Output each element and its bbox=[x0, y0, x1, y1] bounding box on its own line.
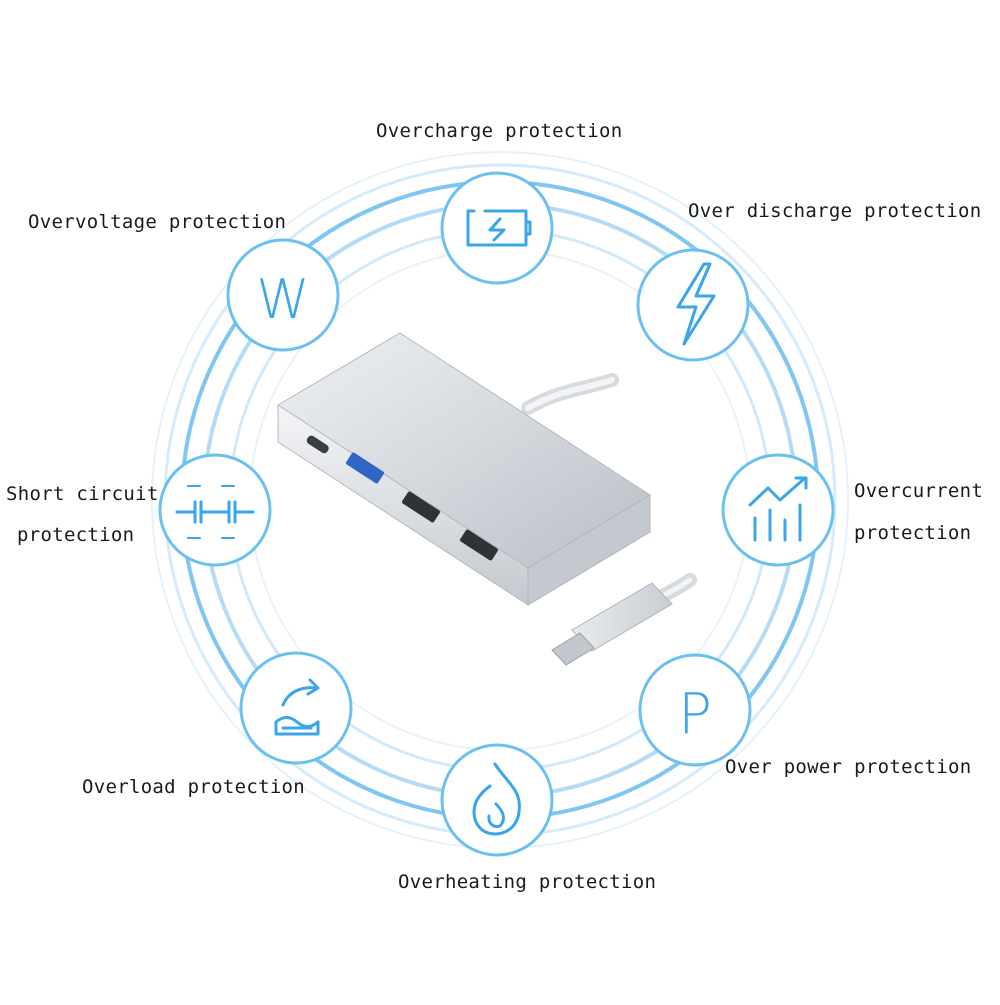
overcurrent-circle bbox=[721, 453, 835, 567]
overload-circle bbox=[239, 651, 353, 765]
circuit-icon bbox=[175, 485, 255, 539]
short-circuit-circle bbox=[158, 453, 272, 567]
over-discharge-circle bbox=[636, 248, 750, 362]
overload-label: Overload protection bbox=[82, 776, 306, 798]
overvoltage-circle bbox=[226, 238, 340, 352]
usb-hub-device bbox=[277, 332, 697, 666]
over-discharge-label: Over discharge protection bbox=[688, 200, 982, 222]
overheating-circle bbox=[440, 743, 554, 857]
overheating-label: Overheating protection bbox=[398, 871, 657, 893]
battery-charge-icon bbox=[466, 209, 532, 247]
overvoltage-label: Overvoltage protection bbox=[28, 211, 287, 233]
lightning-bolt-icon bbox=[676, 262, 716, 346]
letter-p-icon: P bbox=[678, 682, 712, 747]
over-power-circle bbox=[638, 653, 752, 767]
overcharge-label: Overcharge protection bbox=[376, 120, 623, 142]
feature-circles bbox=[158, 171, 835, 857]
over-power-label: Over power protection bbox=[725, 756, 972, 778]
flame-icon bbox=[472, 762, 521, 836]
letter-w-icon: W bbox=[256, 268, 309, 331]
overcurrent-label-line1: Overcurrent bbox=[854, 480, 984, 502]
overcurrent-label-line2: protection bbox=[854, 522, 972, 544]
overcharge-circle bbox=[440, 171, 554, 285]
short-circuit-label-line2: protection bbox=[17, 524, 135, 546]
rising-chart-icon bbox=[748, 476, 808, 542]
short-circuit-label-line1: Short circuit bbox=[6, 483, 159, 505]
water-level-arrow-icon bbox=[274, 678, 320, 736]
